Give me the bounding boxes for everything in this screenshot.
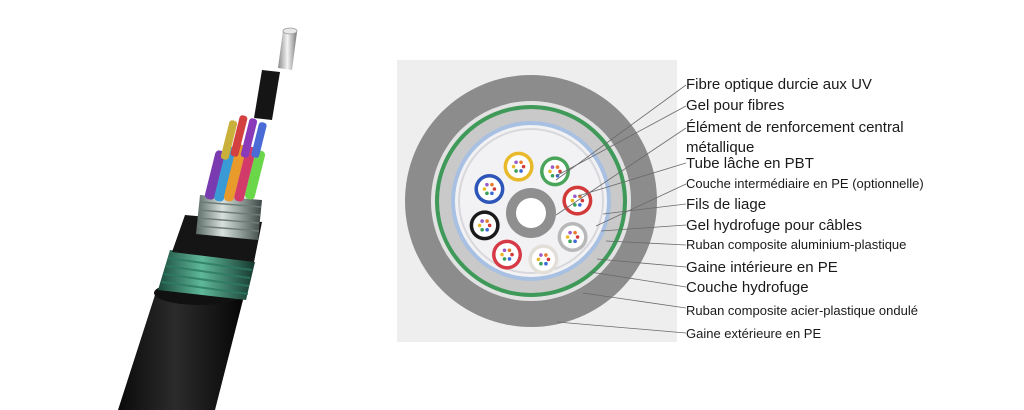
- fiber-dot: [536, 257, 541, 262]
- leader-lines: [555, 84, 687, 334]
- label-water-layer: Couche hydrofuge: [686, 279, 809, 296]
- fiber-dot: [510, 252, 514, 257]
- fiber-dot: [544, 261, 548, 266]
- fiber-dot: [580, 198, 585, 203]
- fiber-dot: [490, 182, 494, 187]
- fiber-dot: [550, 173, 555, 178]
- fiber-dot: [539, 253, 543, 257]
- fiber-dot: [573, 230, 577, 235]
- cable-photo-illustration: [118, 27, 298, 410]
- fiber-dot: [555, 165, 560, 169]
- fiber-dot: [568, 230, 572, 235]
- fiber-dot: [485, 219, 489, 223]
- fiber-dot: [485, 227, 489, 232]
- loose-tube: [503, 151, 534, 182]
- central-rod-shape: [254, 27, 298, 120]
- loose-tube: [540, 156, 570, 187]
- fiber-dot: [492, 187, 497, 191]
- label-central-member-line2: métallique: [686, 139, 755, 156]
- label-water-gel: Gel hydrofuge pour câbles: [686, 217, 862, 234]
- loose-tubes-shape: [204, 115, 267, 202]
- label-alu-tape: Ruban composite aluminium-plastique: [686, 237, 907, 252]
- fiber-dot: [502, 248, 507, 253]
- fiber-dot: [482, 187, 487, 191]
- fiber-dot: [573, 239, 577, 244]
- fiber-dot: [500, 252, 504, 257]
- fiber-dot: [558, 169, 562, 174]
- green-armor-shape: [158, 250, 255, 300]
- fiber-dot: [480, 227, 484, 232]
- label-steel-tape: Ruban composite acier-plastique ondulé: [686, 303, 918, 318]
- fiber-dot: [568, 239, 572, 244]
- loose-tube: [469, 210, 500, 241]
- fiber-dot: [507, 248, 512, 253]
- fiber-dot: [550, 165, 555, 169]
- fiber-dot: [570, 198, 575, 203]
- loose-tube: [528, 244, 559, 275]
- fiber-dot: [487, 223, 492, 228]
- fiber-dot: [546, 257, 551, 262]
- fiber-dot: [548, 169, 552, 174]
- loose-tube: [557, 222, 588, 252]
- binding-yarn-ring: [458, 128, 604, 274]
- label-outer-sheath: Gaine extérieure en PE: [686, 326, 822, 341]
- fiber-dot: [485, 182, 489, 187]
- loose-tube: [492, 239, 522, 270]
- label-inner-sheath: Gaine intérieure en PE: [686, 259, 838, 276]
- fiber-dot: [507, 257, 512, 261]
- fiber-dot: [519, 160, 523, 165]
- label-binding-yarn: Fils de liage: [686, 196, 767, 213]
- fiber-dot: [578, 203, 582, 207]
- fiber-dot: [573, 194, 577, 199]
- fiber-dot: [519, 169, 523, 173]
- central-member: [506, 188, 556, 238]
- label-uv-fiber: Fibre optique durcie aux UV: [686, 76, 872, 93]
- fiber-dot: [573, 203, 577, 207]
- loose-tube: [474, 174, 505, 204]
- label-fiber-gel: Gel pour fibres: [686, 97, 785, 114]
- fiber-dot: [575, 235, 580, 239]
- label-loose-tube: Tube lâche en PBT: [686, 155, 814, 172]
- fiber-dot: [480, 219, 484, 223]
- fiber-dot: [544, 253, 548, 257]
- fiber-dot: [514, 160, 518, 165]
- fiber-dot: [539, 261, 543, 266]
- fiber-dot: [477, 223, 482, 228]
- label-central-member-line1: Élément de renforcement central: [686, 119, 904, 136]
- fiber-dot: [490, 191, 494, 196]
- label-pe-intermediate: Couche intermédiaire en PE (optionnelle): [686, 176, 924, 191]
- fiber-dot: [565, 235, 570, 239]
- steel-tape-shape: [196, 195, 262, 240]
- fiber-dot: [502, 257, 507, 261]
- fiber-dot: [521, 164, 526, 169]
- fiber-dot: [514, 169, 518, 173]
- fiber-dot: [511, 164, 516, 169]
- fiber-dot: [485, 191, 489, 196]
